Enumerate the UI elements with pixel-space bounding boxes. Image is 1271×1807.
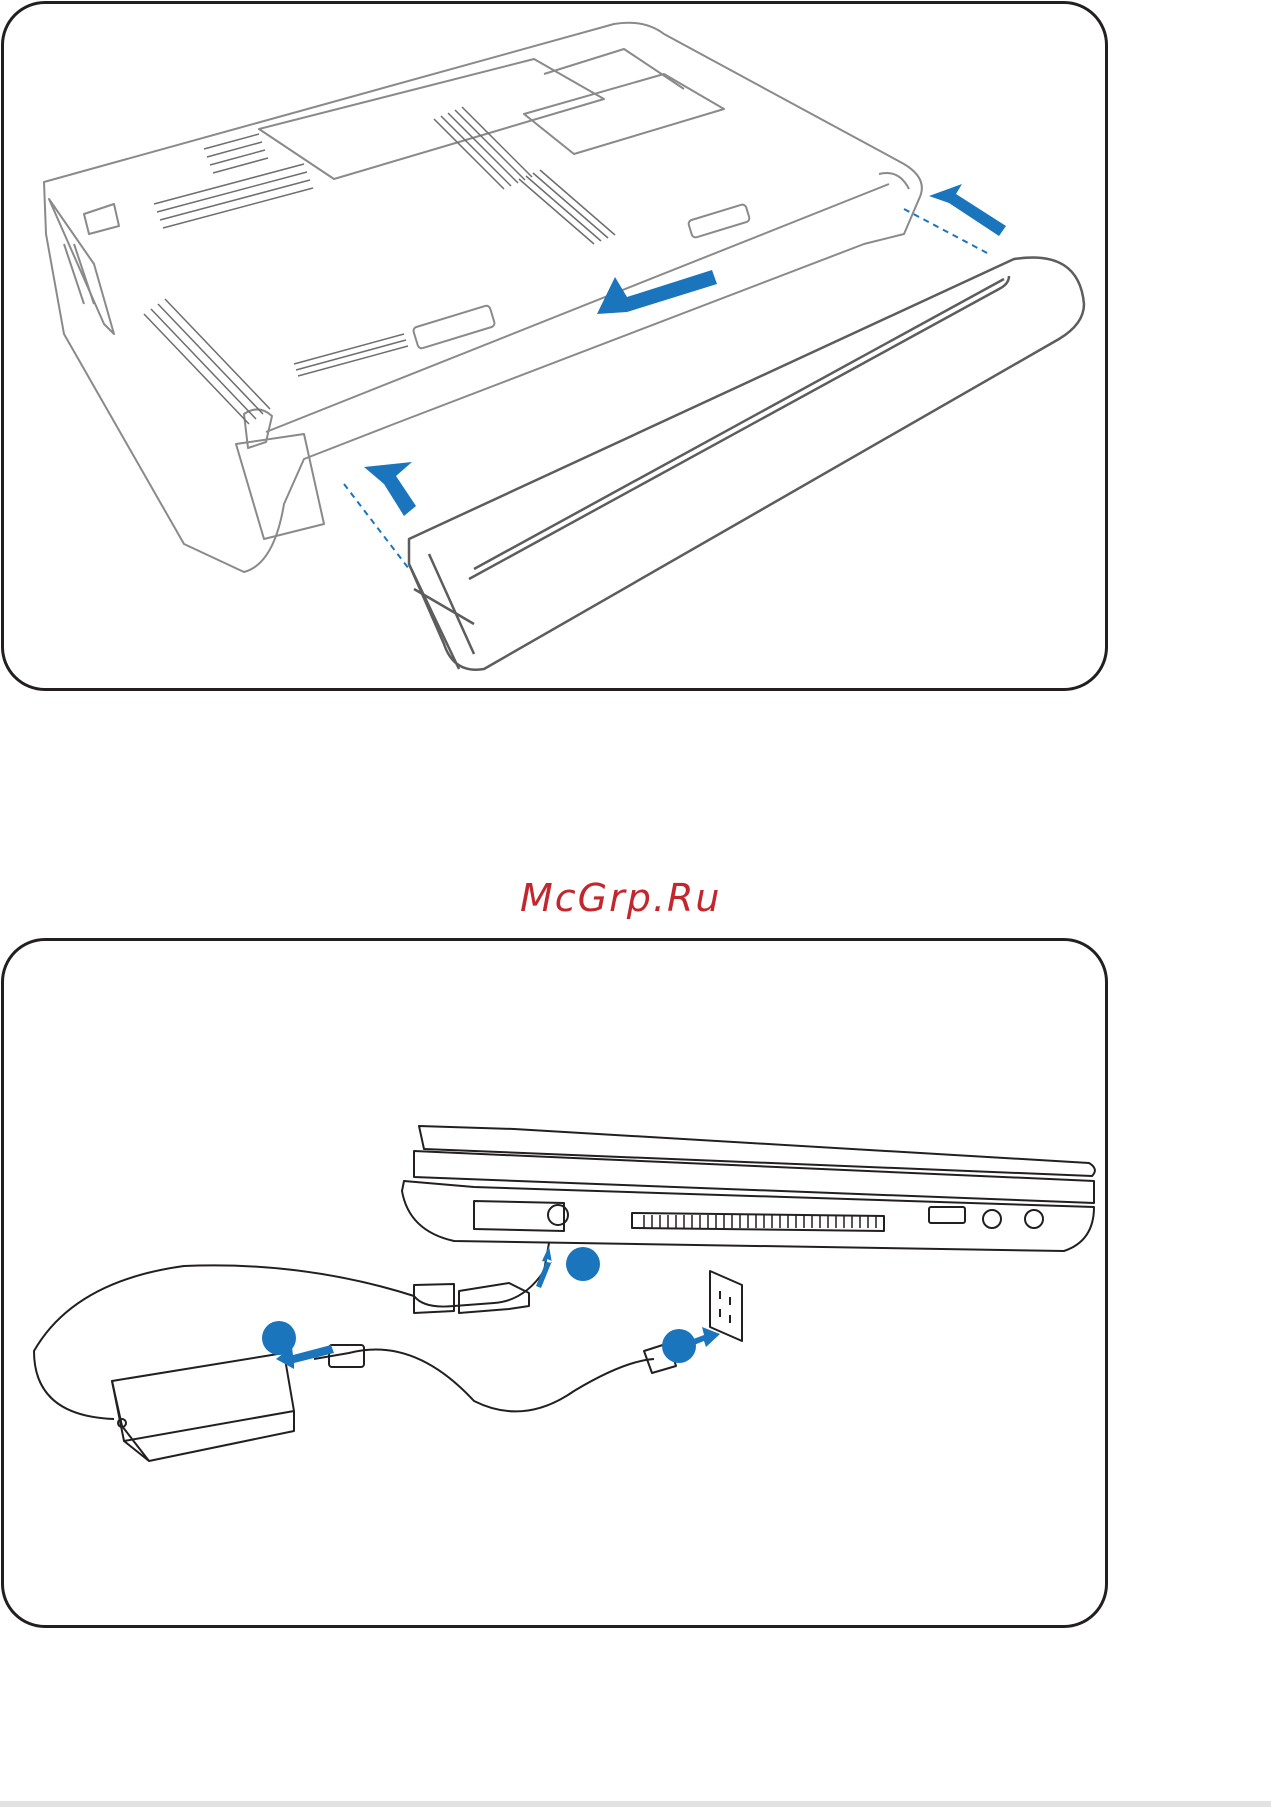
power-connection-illustration (4, 941, 1108, 1628)
battery-pack-illustration (409, 257, 1084, 669)
wall-outlet-icon (710, 1271, 742, 1341)
battery-install-illustration (4, 4, 1108, 691)
battery-install-figure (1, 1, 1108, 691)
insert-arrow-icon (536, 1246, 552, 1288)
power-adapter-illustration (112, 1353, 294, 1461)
page-footer-strip (0, 1801, 1271, 1807)
power-connection-figure (1, 938, 1108, 1628)
watermark-text: McGrp.Ru (520, 876, 780, 920)
laptop-side-illustration (402, 1126, 1095, 1251)
